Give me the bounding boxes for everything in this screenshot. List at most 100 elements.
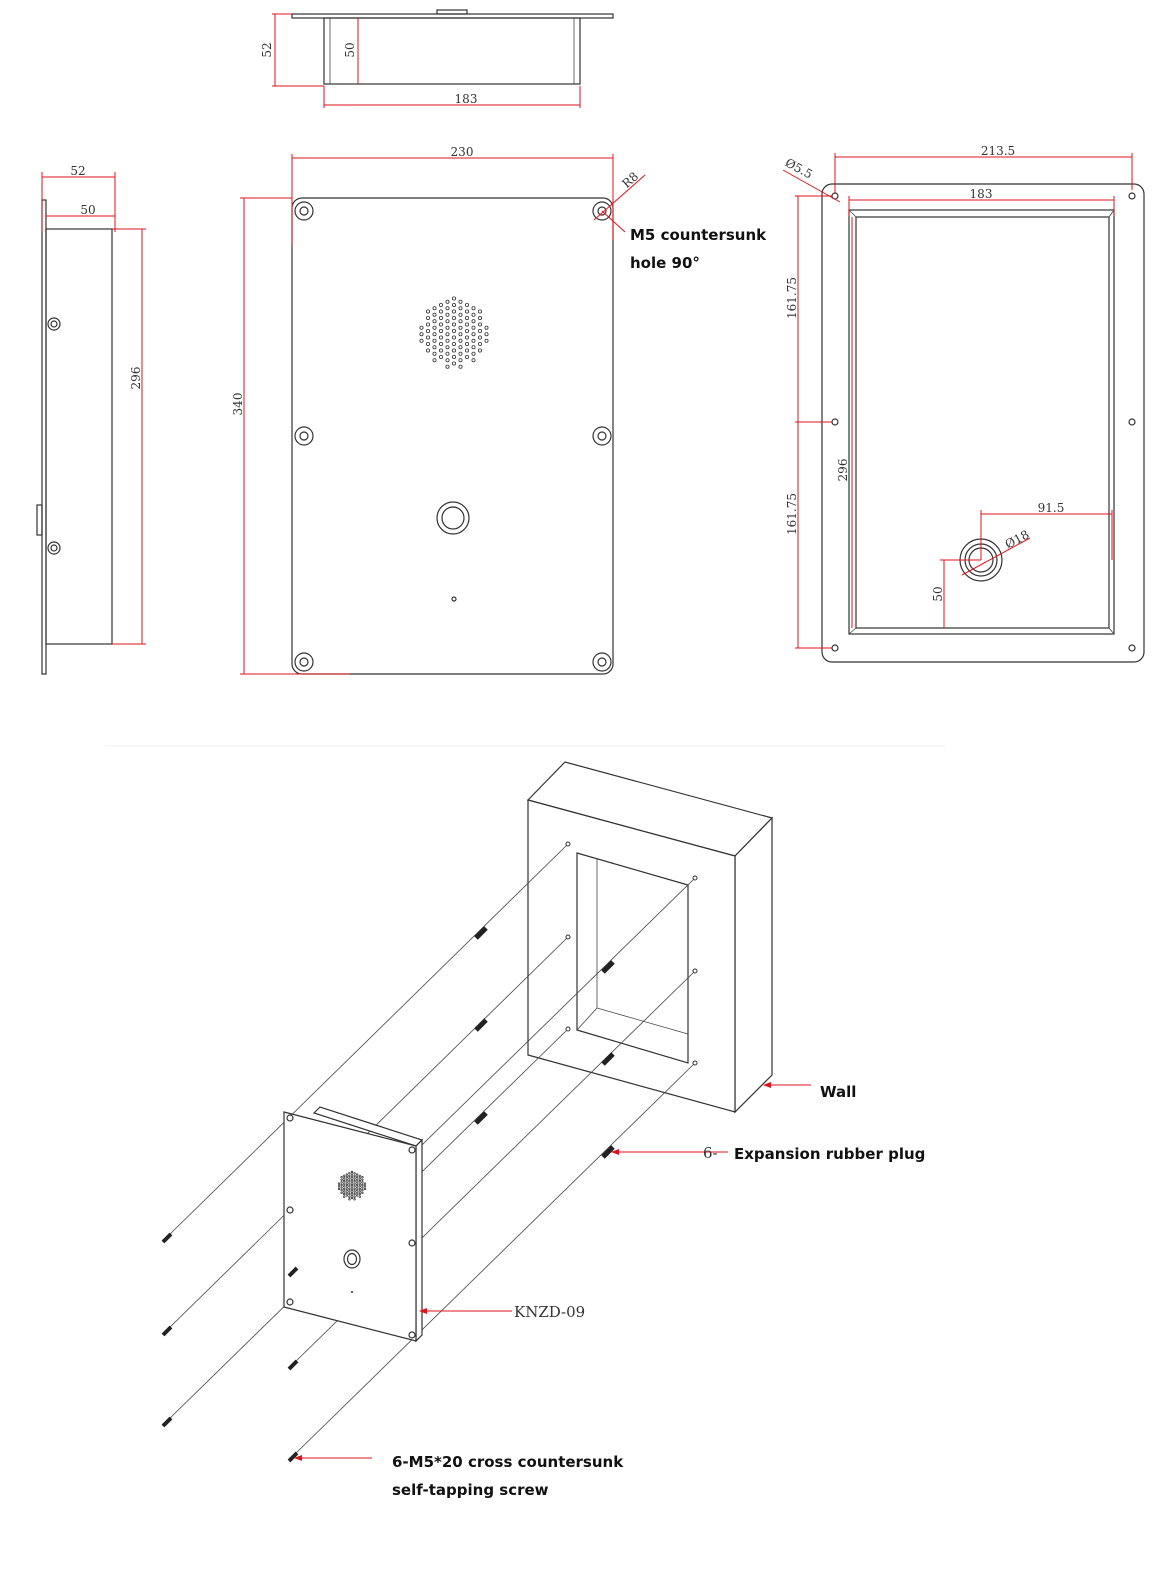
side-depth-total-label: 52 [70, 164, 85, 178]
grille-dot [345, 1183, 349, 1187]
grille-dot [432, 351, 437, 356]
grille-dot [425, 309, 430, 314]
grille-dot [484, 332, 489, 337]
grille-dot [425, 341, 430, 346]
screw-hole [294, 201, 612, 672]
grille-dot [340, 1191, 343, 1195]
front-radius-label: R8 [619, 169, 641, 191]
grille-dot [337, 1185, 341, 1188]
intercom-panel [283, 1106, 424, 1343]
grille-dot [477, 335, 482, 340]
grille-dot [445, 358, 450, 363]
grille-dot [458, 364, 463, 369]
grille-dot [451, 315, 456, 320]
grille-dot [471, 338, 476, 343]
grille-dot [445, 351, 450, 356]
grille-dot [348, 1172, 351, 1175]
grille-dot [348, 1187, 351, 1191]
grille-dot [356, 1188, 359, 1192]
grille-dot [432, 319, 437, 324]
front-view: 230 340 R8 M5 countersunk hole 90° [231, 145, 767, 675]
grille-dot [345, 1191, 349, 1195]
grille-dot [340, 1188, 343, 1192]
grille-dot [451, 335, 456, 340]
grille-dot [451, 361, 456, 366]
grille-dot [451, 296, 456, 301]
grille-dot [464, 328, 469, 333]
grille-dot [484, 325, 489, 330]
grille-dot [345, 1181, 349, 1184]
grille-dot [471, 319, 476, 324]
call-button-icon [436, 501, 470, 535]
grille-dot [458, 299, 463, 304]
grille-dot [451, 341, 456, 346]
grille-dot [343, 1195, 346, 1198]
speaker-grille-icon [419, 296, 489, 369]
grille-dot [471, 345, 476, 350]
grille-dot [471, 312, 476, 317]
grille-dot [432, 306, 437, 311]
grille-dot [363, 1182, 367, 1185]
grille-dot [458, 319, 463, 324]
grille-dot [458, 312, 463, 317]
grille-dot [345, 1188, 349, 1192]
grille-dot [353, 1187, 356, 1191]
rear-button-diameter-label: Ø18 [1003, 527, 1032, 551]
grille-dot [358, 1192, 362, 1196]
grille-dot [432, 312, 437, 317]
grille-dot [445, 325, 450, 330]
grille-dot [438, 322, 443, 327]
grille-dot [445, 332, 450, 337]
grille-dot [484, 338, 489, 343]
grille-dot [425, 335, 430, 340]
grille-dot [471, 351, 476, 356]
grille-dot [353, 1190, 356, 1193]
grille-dot [350, 1178, 354, 1182]
grille-dot [438, 309, 443, 314]
grille-dot [425, 322, 430, 327]
grille-dot [345, 1173, 349, 1176]
grille-dot [340, 1178, 343, 1182]
grille-dot [445, 306, 450, 311]
grille-dot [458, 325, 463, 330]
grille-dot [358, 1185, 362, 1188]
wall-label: Wall [820, 1083, 856, 1101]
grille-dot [458, 351, 463, 356]
grille-dot [353, 1179, 356, 1183]
rear-inner-height-label: 296 [836, 459, 850, 482]
grille-dot [353, 1185, 356, 1188]
plug-count-label: 6- [703, 1144, 718, 1162]
grille-dot [348, 1192, 351, 1196]
grille-dot [340, 1183, 343, 1187]
grille-dot [471, 325, 476, 330]
grille-dot [361, 1175, 364, 1179]
grille-dot [337, 1187, 341, 1191]
grille-dot [363, 1187, 367, 1191]
grille-dot [350, 1183, 354, 1187]
wall-box [526, 761, 774, 1114]
grille-dot [438, 302, 443, 307]
grille-dot [343, 1192, 346, 1196]
grille-dot [350, 1191, 354, 1195]
rear-inner-width-label: 183 [970, 187, 993, 201]
grille-dot [361, 1191, 364, 1195]
grille-dot [350, 1196, 354, 1200]
grille-dot [348, 1177, 351, 1180]
grille-dot [445, 364, 450, 369]
grille-dot [451, 309, 456, 314]
grille-dot [356, 1175, 359, 1179]
grille-dot [458, 338, 463, 343]
grille-dot [432, 338, 437, 343]
grille-dot [438, 328, 443, 333]
grille-dot [353, 1195, 356, 1198]
grille-dot [356, 1173, 359, 1176]
grille-dot [343, 1187, 346, 1191]
grille-dot [361, 1178, 364, 1182]
grille-dot [425, 348, 430, 353]
grille-dot [451, 354, 456, 359]
grille-dot [361, 1181, 364, 1184]
rear-lower-spacing-label: 161.75 [785, 493, 799, 535]
rear-button-offset-x-label: 91.5 [1038, 501, 1065, 515]
grille-dot [438, 348, 443, 353]
rear-upper-spacing-label: 161.75 [785, 277, 799, 319]
